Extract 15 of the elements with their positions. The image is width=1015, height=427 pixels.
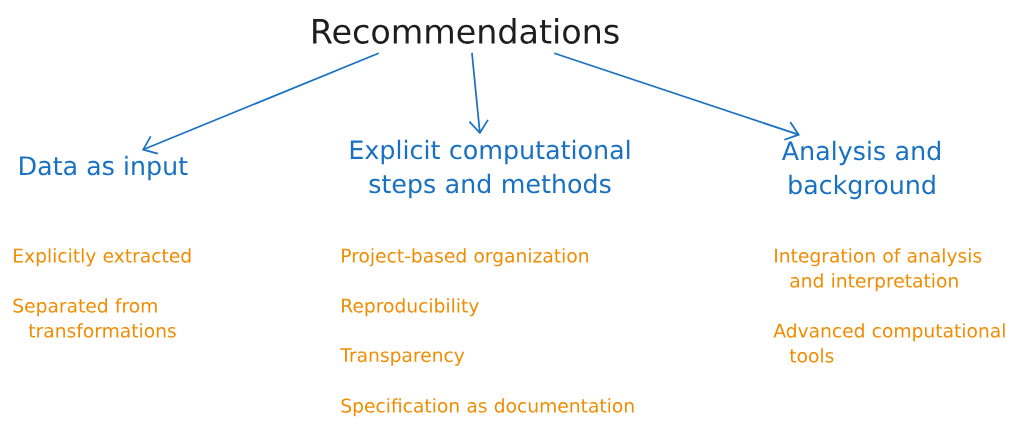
item-text: Integration of analysis and interpretation [775, 248, 982, 292]
item-text: Separated from transformations [13, 298, 176, 338]
item-text: Explicitly extracted [14, 248, 191, 267]
item-text: Reproducibility [342, 298, 479, 317]
category-heading: Explicit computational steps and methods [350, 139, 630, 199]
category-heading: Analysis and background [781, 140, 940, 200]
arrow [468, 52, 489, 135]
item-text: Specification as documentation [341, 398, 634, 417]
category-heading: Data as input [20, 155, 188, 181]
item-text: Project-based organization [342, 248, 588, 267]
item-text: Advanced computational tools [773, 323, 1005, 363]
item-text: Transparency [340, 348, 465, 366]
title-text: Recommendations [313, 18, 619, 44]
arrow [141, 52, 379, 155]
arrow [554, 52, 800, 141]
